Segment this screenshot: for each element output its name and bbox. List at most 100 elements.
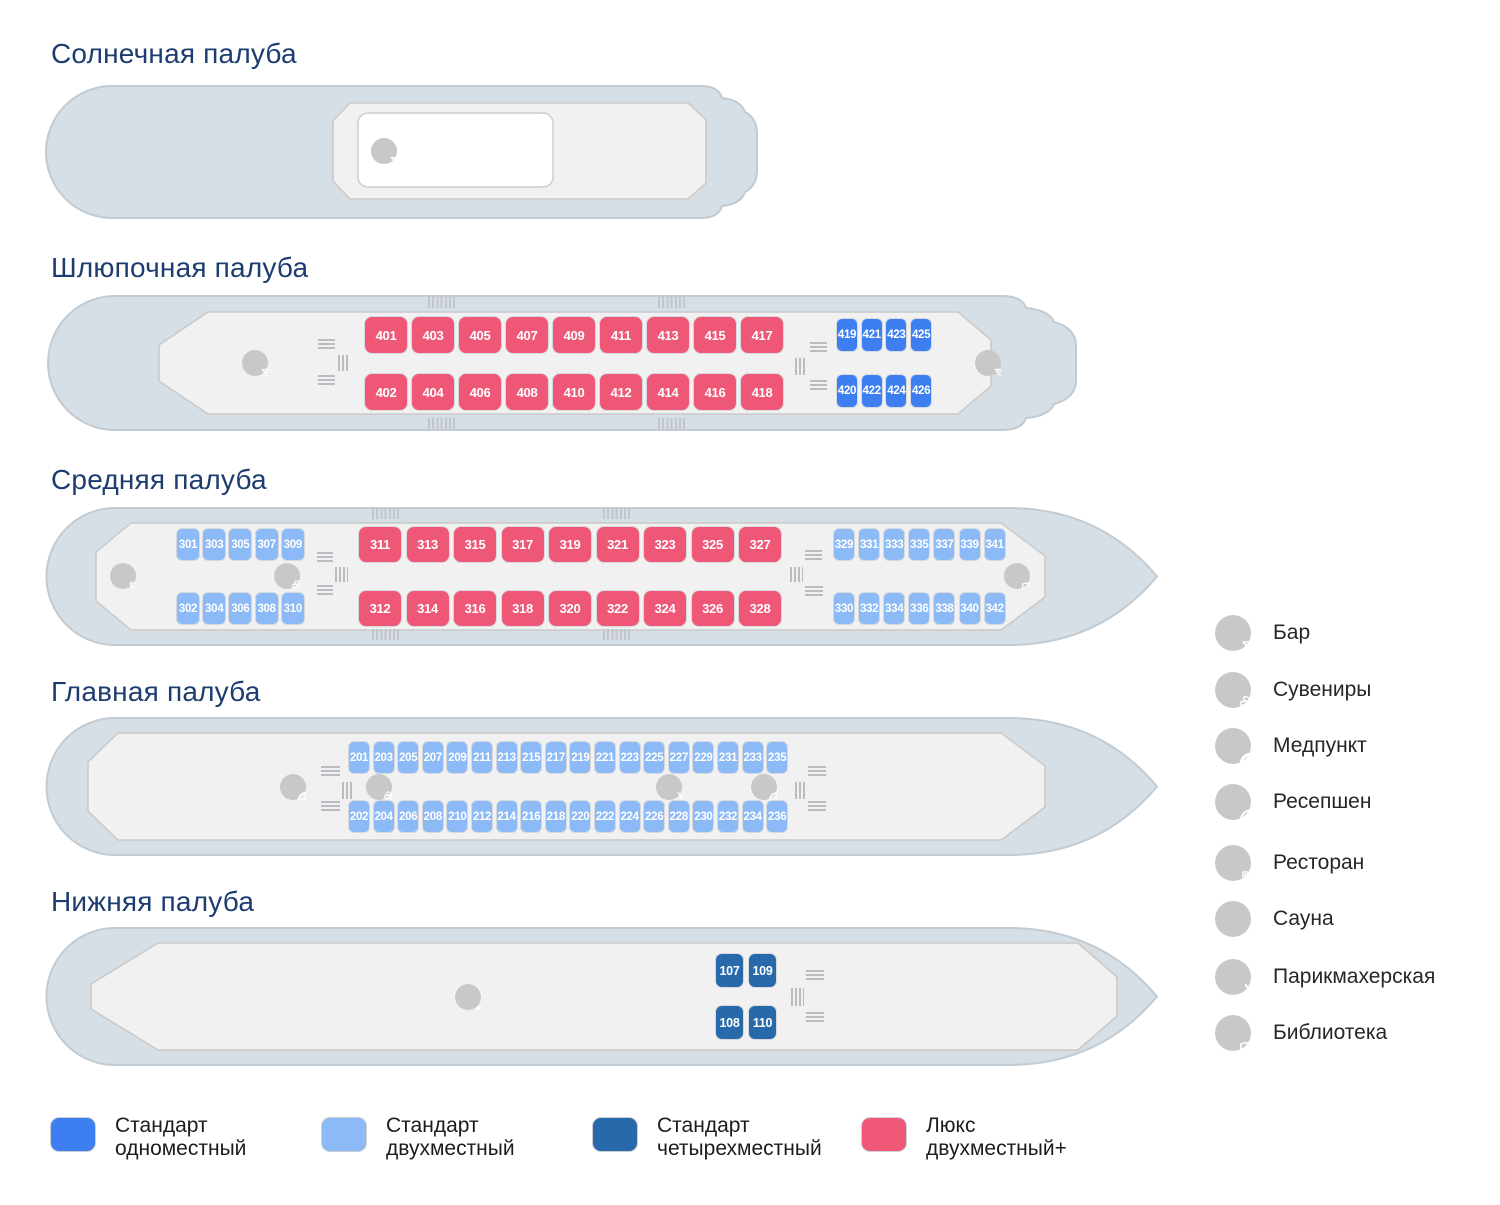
cabin-202[interactable]: 202 bbox=[348, 800, 370, 833]
cabin-342[interactable]: 342 bbox=[983, 592, 1006, 625]
cabin-408[interactable]: 408 bbox=[505, 373, 549, 411]
cabin-323[interactable]: 323 bbox=[643, 526, 687, 563]
cabin-336[interactable]: 336 bbox=[908, 592, 931, 625]
cabin-409[interactable]: 409 bbox=[552, 316, 596, 354]
cabin-341[interactable]: 341 bbox=[983, 528, 1006, 561]
cabin-414[interactable]: 414 bbox=[646, 373, 690, 411]
cabin-109[interactable]: 109 bbox=[748, 953, 777, 988]
cabin-227[interactable]: 227 bbox=[667, 741, 690, 774]
cabin-426[interactable]: 426 bbox=[910, 374, 933, 408]
cabin-210[interactable]: 210 bbox=[446, 800, 469, 833]
cabin-305[interactable]: 305 bbox=[228, 528, 253, 561]
cabin-318[interactable]: 318 bbox=[500, 590, 545, 627]
cabin-213[interactable]: 213 bbox=[495, 741, 518, 774]
cabin-334[interactable]: 334 bbox=[883, 592, 906, 625]
cabin-418[interactable]: 418 bbox=[740, 373, 784, 411]
cabin-215[interactable]: 215 bbox=[520, 741, 543, 774]
cabin-304[interactable]: 304 bbox=[202, 592, 227, 625]
cabin-411[interactable]: 411 bbox=[599, 316, 643, 354]
cabin-401[interactable]: 401 bbox=[364, 316, 408, 354]
cabin-204[interactable]: 204 bbox=[372, 800, 395, 833]
cabin-312[interactable]: 312 bbox=[358, 590, 402, 627]
cabin-214[interactable]: 214 bbox=[495, 800, 518, 833]
cabin-419[interactable]: 419 bbox=[836, 318, 858, 352]
cabin-330[interactable]: 330 bbox=[833, 592, 855, 625]
cabin-212[interactable]: 212 bbox=[471, 800, 493, 833]
cabin-208[interactable]: 208 bbox=[421, 800, 444, 833]
cabin-309[interactable]: 309 bbox=[280, 528, 305, 561]
cabin-302[interactable]: 302 bbox=[176, 592, 200, 625]
cabin-308[interactable]: 308 bbox=[254, 592, 279, 625]
cabin-224[interactable]: 224 bbox=[618, 800, 641, 833]
cabin-225[interactable]: 225 bbox=[643, 741, 666, 774]
cabin-324[interactable]: 324 bbox=[643, 590, 687, 627]
cabin-221[interactable]: 221 bbox=[594, 741, 616, 774]
cabin-217[interactable]: 217 bbox=[544, 741, 567, 774]
cabin-311[interactable]: 311 bbox=[358, 526, 402, 563]
cabin-222[interactable]: 222 bbox=[594, 800, 616, 833]
cabin-233[interactable]: 233 bbox=[741, 741, 764, 774]
cabin-301[interactable]: 301 bbox=[176, 528, 200, 561]
cabin-236[interactable]: 236 bbox=[766, 800, 789, 833]
cabin-404[interactable]: 404 bbox=[411, 373, 455, 411]
cabin-402[interactable]: 402 bbox=[364, 373, 408, 411]
cabin-422[interactable]: 422 bbox=[860, 374, 883, 408]
cabin-329[interactable]: 329 bbox=[833, 528, 855, 561]
cabin-333[interactable]: 333 bbox=[883, 528, 906, 561]
cabin-421[interactable]: 421 bbox=[860, 318, 883, 352]
cabin-220[interactable]: 220 bbox=[569, 800, 592, 833]
cabin-201[interactable]: 201 bbox=[348, 741, 370, 774]
cabin-108[interactable]: 108 bbox=[715, 1005, 744, 1040]
cabin-340[interactable]: 340 bbox=[958, 592, 981, 625]
cabin-232[interactable]: 232 bbox=[717, 800, 739, 833]
cabin-231[interactable]: 231 bbox=[717, 741, 739, 774]
cabin-320[interactable]: 320 bbox=[548, 590, 592, 627]
cabin-314[interactable]: 314 bbox=[405, 590, 450, 627]
cabin-406[interactable]: 406 bbox=[458, 373, 502, 411]
cabin-403[interactable]: 403 bbox=[411, 316, 455, 354]
cabin-325[interactable]: 325 bbox=[690, 526, 735, 563]
cabin-415[interactable]: 415 bbox=[693, 316, 737, 354]
cabin-226[interactable]: 226 bbox=[643, 800, 666, 833]
cabin-337[interactable]: 337 bbox=[933, 528, 956, 561]
cabin-207[interactable]: 207 bbox=[421, 741, 444, 774]
cabin-319[interactable]: 319 bbox=[548, 526, 592, 563]
cabin-229[interactable]: 229 bbox=[692, 741, 715, 774]
cabin-310[interactable]: 310 bbox=[280, 592, 305, 625]
cabin-107[interactable]: 107 bbox=[715, 953, 744, 988]
cabin-209[interactable]: 209 bbox=[446, 741, 469, 774]
cabin-205[interactable]: 205 bbox=[397, 741, 420, 774]
cabin-110[interactable]: 110 bbox=[748, 1005, 777, 1040]
cabin-335[interactable]: 335 bbox=[908, 528, 931, 561]
cabin-216[interactable]: 216 bbox=[520, 800, 543, 833]
cabin-327[interactable]: 327 bbox=[738, 526, 782, 563]
cabin-211[interactable]: 211 bbox=[471, 741, 493, 774]
cabin-339[interactable]: 339 bbox=[958, 528, 981, 561]
cabin-206[interactable]: 206 bbox=[397, 800, 420, 833]
cabin-420[interactable]: 420 bbox=[836, 374, 858, 408]
cabin-321[interactable]: 321 bbox=[595, 526, 640, 563]
cabin-315[interactable]: 315 bbox=[453, 526, 497, 563]
cabin-424[interactable]: 424 bbox=[885, 374, 908, 408]
cabin-332[interactable]: 332 bbox=[858, 592, 881, 625]
cabin-413[interactable]: 413 bbox=[646, 316, 690, 354]
cabin-223[interactable]: 223 bbox=[618, 741, 641, 774]
cabin-316[interactable]: 316 bbox=[453, 590, 497, 627]
cabin-326[interactable]: 326 bbox=[690, 590, 735, 627]
cabin-405[interactable]: 405 bbox=[458, 316, 502, 354]
cabin-219[interactable]: 219 bbox=[569, 741, 592, 774]
cabin-234[interactable]: 234 bbox=[741, 800, 764, 833]
cabin-331[interactable]: 331 bbox=[858, 528, 881, 561]
cabin-228[interactable]: 228 bbox=[667, 800, 690, 833]
cabin-412[interactable]: 412 bbox=[599, 373, 643, 411]
cabin-313[interactable]: 313 bbox=[405, 526, 450, 563]
cabin-338[interactable]: 338 bbox=[933, 592, 956, 625]
cabin-306[interactable]: 306 bbox=[228, 592, 253, 625]
cabin-423[interactable]: 423 bbox=[885, 318, 908, 352]
cabin-322[interactable]: 322 bbox=[595, 590, 640, 627]
cabin-417[interactable]: 417 bbox=[740, 316, 784, 354]
cabin-307[interactable]: 307 bbox=[254, 528, 279, 561]
cabin-328[interactable]: 328 bbox=[738, 590, 782, 627]
cabin-425[interactable]: 425 bbox=[910, 318, 933, 352]
cabin-416[interactable]: 416 bbox=[693, 373, 737, 411]
